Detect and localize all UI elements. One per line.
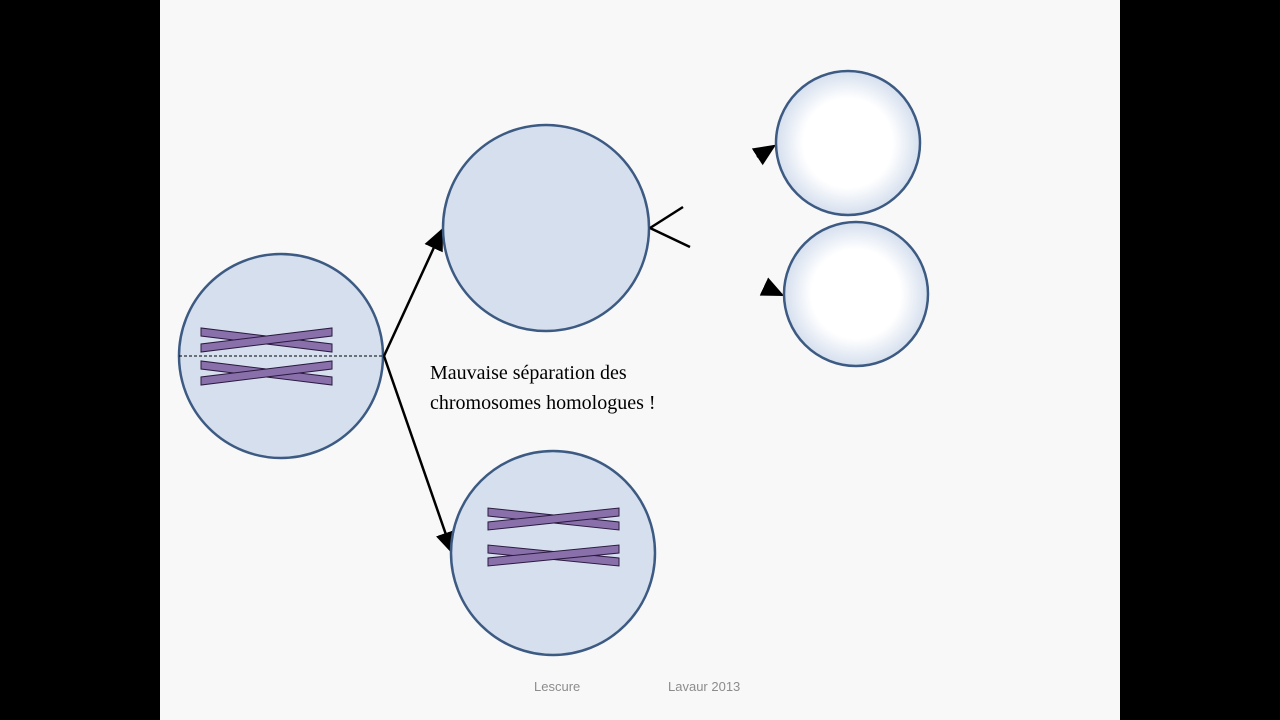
daughter-cell-upper [441, 123, 651, 333]
empty-cell-top [774, 69, 922, 217]
footer-author: Lescure [534, 679, 581, 694]
arrow-to-empty-cell-top [751, 144, 777, 166]
caption-line-2: chromosomes homologues ! [430, 392, 656, 414]
footer-place-date: Lavaur 2013 [668, 679, 741, 694]
mother-chromosome-pair-upper [200, 327, 333, 353]
caption: Mauvaise séparation des chromosomes homo… [430, 358, 760, 418]
slide: Mauvaise séparation des chromosomes homo… [160, 0, 1120, 720]
arrow-to-empty-cell-bottom [759, 277, 785, 297]
arrow-to-lower-daughter [382, 355, 455, 555]
mother-chromosome-pair-lower [200, 360, 333, 386]
empty-cell-bottom [782, 220, 930, 368]
lower-daughter-chromosome-pair-upper [487, 507, 620, 531]
lower-daughter-chromosome-pair-lower [487, 544, 620, 567]
arrow-to-upper-daughter [382, 227, 444, 357]
split-arrow-lines [649, 205, 691, 249]
meiosis-diagram [177, 69, 930, 657]
caption-line-1: Mauvaise séparation des [430, 362, 627, 384]
